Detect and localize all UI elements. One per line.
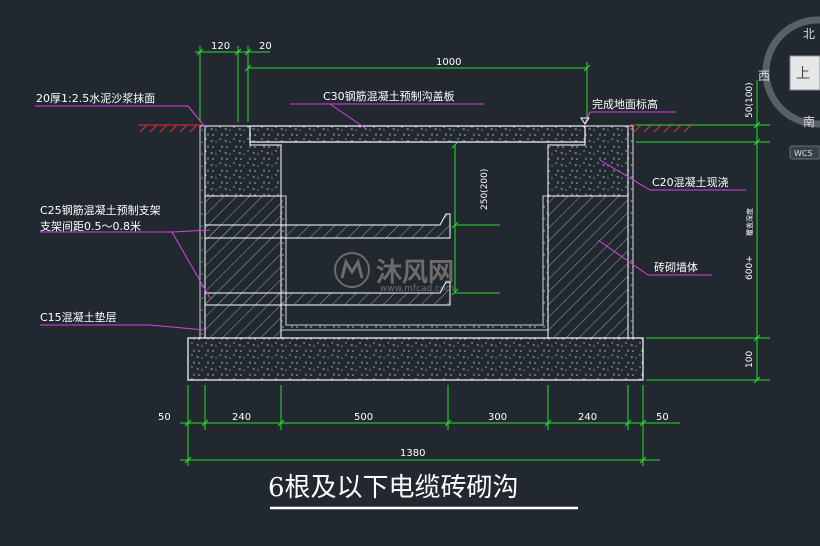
dim-100: 100 <box>745 351 755 368</box>
bracket-lower <box>204 281 451 306</box>
ground-hatch <box>138 124 692 133</box>
dim-bottom-50-right: 50 <box>656 412 669 423</box>
label-ground-level: 完成地面标高 <box>592 97 658 111</box>
watermark-url: www.mfcad.com <box>380 284 454 294</box>
dim-bottom-50-left: 50 <box>158 412 171 423</box>
dim-bottom-300: 300 <box>488 412 507 423</box>
dim-depth-note: 覆盖深度 <box>745 208 754 236</box>
dim-1000: 1000 <box>436 57 461 68</box>
dim-120: 120 <box>211 41 230 52</box>
label-c15-base: C15混凝土垫层 <box>40 310 117 324</box>
dim-bottom-500: 500 <box>354 412 373 423</box>
watermark-logo: 沐风网 www.mfcad.com <box>334 252 454 294</box>
dim-50-100: 50(100) <box>745 82 755 118</box>
wcs-label: WCS <box>794 149 813 158</box>
bracket-upper <box>204 213 451 239</box>
drawing-title: 6根及以下电缆砖砌沟 <box>268 473 519 503</box>
label-bracket-spacing: 支架间距0.5～0.8米 <box>40 220 141 233</box>
viewcube-compass[interactable]: 上 北 西 南 WCS <box>758 16 820 160</box>
compass-south: 南 <box>803 114 815 129</box>
compass-north: 北 <box>803 27 815 41</box>
label-mortar: 20厚1:2.5水泥沙浆抹面 <box>36 91 155 105</box>
watermark-brand: 沐风网 <box>376 258 454 288</box>
dim-bottom-240-left: 240 <box>232 412 251 423</box>
viewcube-top-face[interactable] <box>789 55 820 91</box>
dim-total-1380: 1380 <box>400 448 425 459</box>
label-bracket: C25钢筋混凝土预制支架 <box>40 203 161 217</box>
label-cover-slab: C30钢筋混凝土预制沟盖板 <box>323 89 455 103</box>
dim-250-200: 250(200) <box>480 169 490 210</box>
c15-base <box>187 337 644 381</box>
cover-slab <box>249 125 586 143</box>
label-brick-wall: 砖砌墙体 <box>654 260 698 274</box>
right-wall <box>547 125 634 339</box>
viewcube-up-label: 上 <box>796 66 810 82</box>
dim-bottom-240-right: 240 <box>578 412 597 423</box>
dimension-lines <box>180 46 770 466</box>
label-c20-concrete: C20混凝土现浇 <box>652 175 729 189</box>
ground-level-marker <box>580 117 590 125</box>
compass-west: 西 <box>758 69 770 83</box>
trench-floor <box>280 195 549 331</box>
dim-depth: 600+ <box>745 255 755 280</box>
dim-20: 20 <box>259 41 272 52</box>
leader-lines <box>35 103 746 331</box>
wcs-button[interactable] <box>789 145 820 160</box>
